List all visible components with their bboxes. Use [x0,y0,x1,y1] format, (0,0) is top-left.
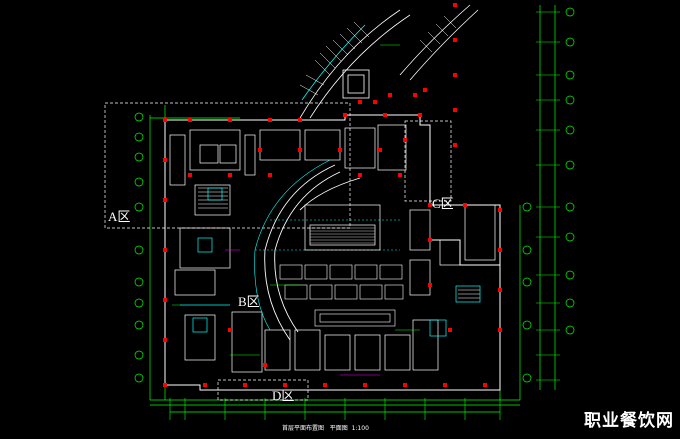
column-marker [243,383,247,387]
zone-label-d: D区 [272,388,295,403]
column-marker [283,383,287,387]
axis-grid [149,5,556,413]
column-marker [453,73,457,77]
column-marker [358,100,362,104]
column-marker [448,328,452,332]
column-marker [298,148,302,152]
column-marker [383,113,387,117]
column-marker [258,148,262,152]
banquet-hall [304,204,381,251]
column-marker [498,248,502,252]
column-marker [298,118,302,122]
column-marker [358,173,362,177]
column-marker [423,88,427,92]
booth-grid [279,264,404,327]
right-axis-bubbles [522,7,575,383]
column-marker [428,283,432,287]
column-marker [413,93,417,97]
column-marker [203,383,207,387]
column-marker [498,328,502,332]
zone-outlines [104,102,452,401]
column-marker [373,100,377,104]
entrance-canopy [299,4,479,119]
column-marker [378,148,382,152]
bottom-axis-ticks [169,398,501,420]
column-marker [188,173,192,177]
column-marker [263,363,267,367]
column-marker [363,383,367,387]
column-marker [418,113,422,117]
cyan-fixtures [180,187,481,337]
column-marker [398,173,402,177]
column-marker [483,383,487,387]
scale-prefix: 平面图 [329,425,348,432]
column-marker [268,118,272,122]
column-marker [323,383,327,387]
column-marker [163,383,167,387]
right-axis-ticks [536,11,560,381]
column-marker [163,338,167,342]
scale-value: 1:100 [351,425,369,432]
column-marker [453,3,457,7]
column-marker [453,38,457,42]
column-marker [228,328,232,332]
canopy-hatching [299,15,457,96]
column-marker [498,288,502,292]
column-marker [188,118,192,122]
column-marker [338,148,342,152]
column-marker [163,248,167,252]
column-marker [428,203,432,207]
column-marker [428,238,432,242]
column-marker [343,113,347,117]
column-marker [228,173,232,177]
zone-label-a: A区 [108,209,131,224]
interior-rooms [169,124,496,373]
column-marker [463,203,467,207]
column-marker [163,158,167,162]
column-marker [268,173,272,177]
drawing-title: 首层平面布置图 平面图 1:100 [282,423,369,432]
column-marker [453,143,457,147]
column-marker [453,108,457,112]
title-caption: 首层平面布置图 [282,425,325,432]
column-marker [403,383,407,387]
zone-label-c: C区 [432,196,454,211]
column-marker [498,208,502,212]
column-marker [443,383,447,387]
column-marker [388,93,392,97]
hall-stripes [310,227,375,244]
structural-columns [163,3,502,387]
column-marker [163,198,167,202]
column-marker [403,138,407,142]
left-axis-bubbles [134,112,144,383]
watermark-text: 职业餐饮网 [584,411,674,431]
green-notes [172,44,420,356]
magenta-guides [225,249,380,376]
column-marker [228,118,232,122]
column-marker [163,118,167,122]
zone-label-b: B区 [238,294,260,309]
column-marker [163,298,167,302]
